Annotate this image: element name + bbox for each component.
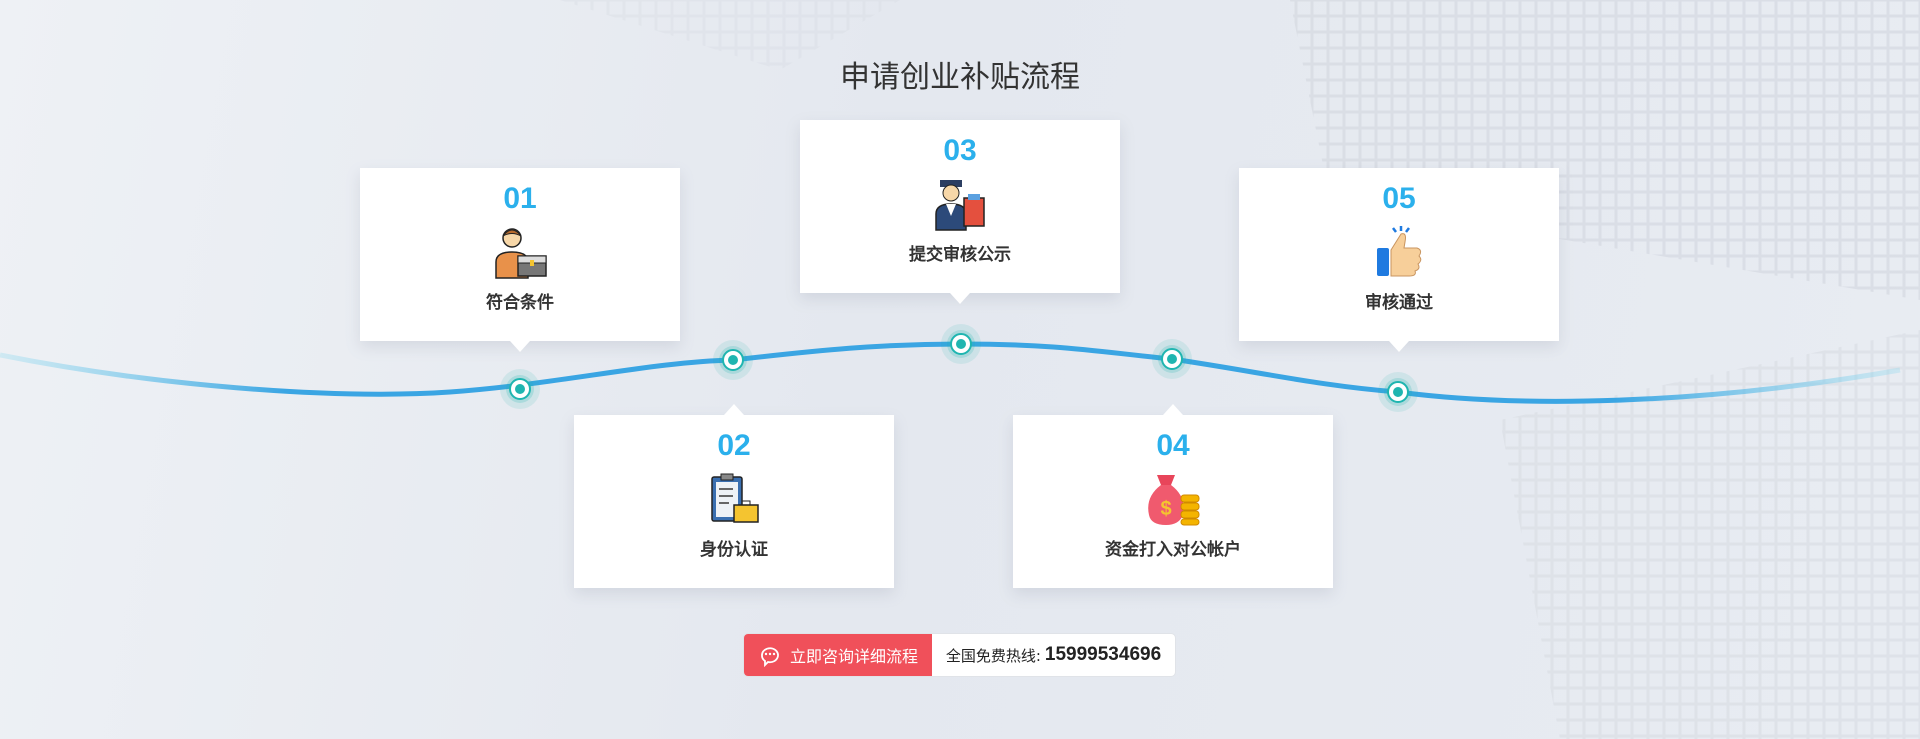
thumbs-up-icon xyxy=(1239,216,1559,288)
step-card-4: 04 $ 资金打入对公帐户 xyxy=(1013,404,1333,588)
step-label: 审核通过 xyxy=(1365,293,1433,313)
officer-document-icon xyxy=(800,168,1120,240)
page-title: 申请创业补贴流程 xyxy=(840,60,1080,95)
step-label: 提交审核公示 xyxy=(909,245,1011,265)
consult-button[interactable]: 立即咨询详细流程 xyxy=(744,634,932,676)
timeline-node-5 xyxy=(1378,372,1418,412)
card-pointer xyxy=(1163,404,1183,415)
step-card-2: 02 身份认证 xyxy=(574,404,894,588)
step-number: 01 xyxy=(503,182,537,215)
card-pointer xyxy=(950,293,970,304)
step-card-3: 03 提交审核公示 xyxy=(800,120,1120,304)
step-label: 身份认证 xyxy=(700,540,768,560)
timeline-node-3 xyxy=(941,324,981,364)
card-pointer xyxy=(1389,341,1409,352)
svg-text:$: $ xyxy=(1160,498,1171,520)
money-bag-coins-icon: $ xyxy=(1013,463,1333,535)
timeline-node-4 xyxy=(1152,339,1192,379)
step-card-1: 01 符合条件 xyxy=(360,168,680,352)
businessman-briefcase-icon xyxy=(360,216,680,288)
hotline-label: 全国免费热线: xyxy=(945,646,1041,665)
step-label: 资金打入对公帐户 xyxy=(1105,540,1241,560)
clipboard-briefcase-icon xyxy=(574,463,894,535)
hotline: 全国免费热线: 15999534696 xyxy=(932,634,1175,676)
card-pointer xyxy=(510,341,530,352)
step-number: 03 xyxy=(943,134,977,167)
step-number: 02 xyxy=(717,429,751,462)
step-number: 05 xyxy=(1382,182,1416,215)
hotline-number[interactable]: 15999534696 xyxy=(1044,644,1162,665)
consult-bar: 立即咨询详细流程 全国免费热线: 15999534696 xyxy=(743,633,1176,677)
timeline-node-2 xyxy=(713,340,753,380)
card-pointer xyxy=(724,404,744,415)
step-number: 04 xyxy=(1156,429,1190,462)
step-card-5: 05 审核通过 xyxy=(1239,168,1559,352)
timeline-node-1 xyxy=(500,369,540,409)
chat-bubble-icon xyxy=(761,647,779,667)
consult-button-label: 立即咨询详细流程 xyxy=(789,647,918,666)
step-label: 符合条件 xyxy=(486,293,554,313)
